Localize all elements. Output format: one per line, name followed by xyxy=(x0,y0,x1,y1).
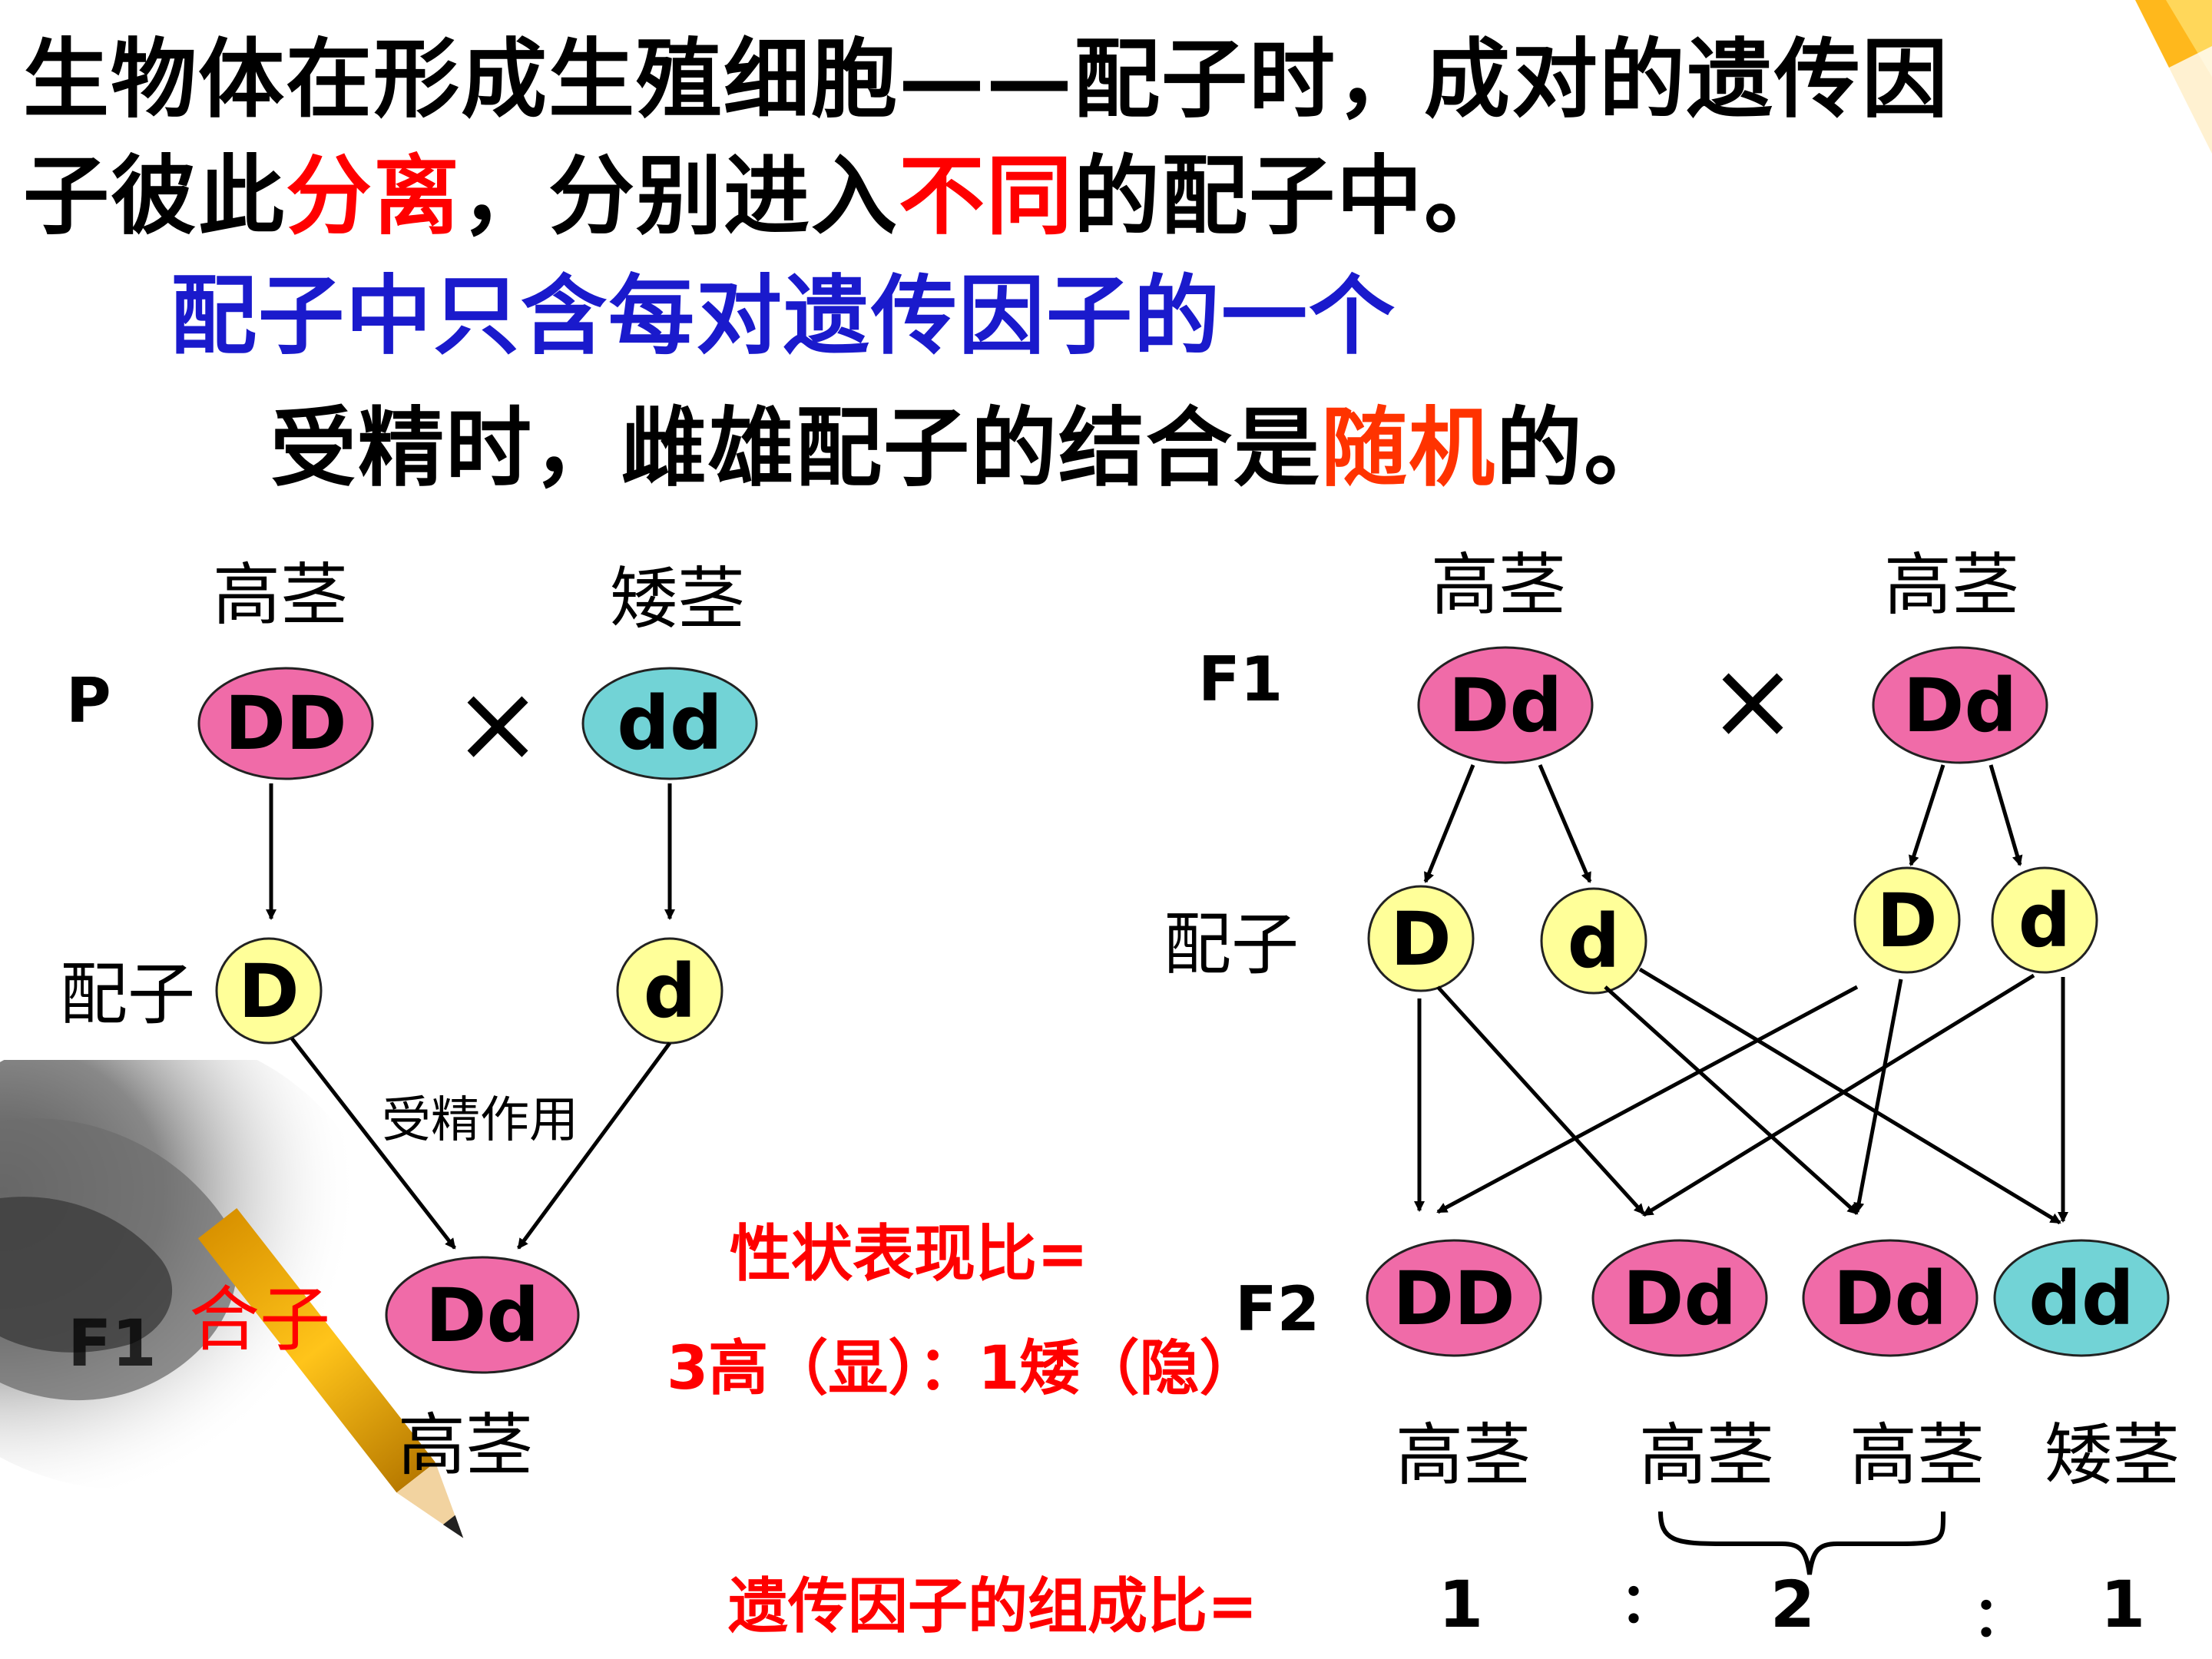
phenotype-ratio-title: 性状表现比= xyxy=(730,1218,1088,1290)
text-segment: 的。 xyxy=(1496,398,1671,498)
f2-dd-oval xyxy=(1993,1239,2170,1357)
arrow-gD3-to-Dd2 xyxy=(1853,979,1903,1214)
text-segment: 受精时，雌雄配子的结合是 xyxy=(270,398,1321,498)
left-tall-label: 高茎 xyxy=(213,555,348,634)
f1-gamete-4-circle xyxy=(1991,866,2098,974)
f1-parent-1-oval xyxy=(1417,646,1594,764)
fertilization-label: 受精作用 xyxy=(382,1092,578,1149)
genotype-ratio-sep-1: ： xyxy=(1620,1571,1675,1635)
right-tall-label-1: 高茎 xyxy=(1431,545,1566,624)
f1-parent-2-text: Dd xyxy=(1903,663,2017,749)
arrow-d-to-Dd xyxy=(516,1041,672,1250)
arrow-p1-to-g2 xyxy=(1538,764,1592,883)
f1-gamete-3-text: D xyxy=(1876,878,1938,964)
f2-Dd1-oval xyxy=(1591,1239,1768,1357)
arrow-gd2-to-dd xyxy=(1638,967,2061,1225)
statement-line-3: 配子中只含每对遗传因子的一个 xyxy=(171,266,1396,366)
parent-DD-text: DD xyxy=(224,680,346,767)
grouping-brace xyxy=(1658,1511,1946,1575)
parent-dd-text: dd xyxy=(617,680,722,767)
offspring-Dd-text: Dd xyxy=(426,1273,539,1359)
f1-parent-2-oval xyxy=(1872,646,2048,764)
genotype-ratio-2: 2 xyxy=(1770,1567,1815,1642)
genotype-ratio-1: 1 xyxy=(1439,1567,1483,1642)
f2-Dd2-oval xyxy=(1802,1239,1979,1357)
p-generation-label: P xyxy=(66,665,111,737)
f2-DD-oval xyxy=(1366,1239,1542,1357)
f1-gamete-4-text: d xyxy=(2018,878,2071,964)
parent-dd-oval xyxy=(581,667,758,780)
arrow-gD3-to-DD xyxy=(1436,985,1859,1214)
f1-gamete-3-circle xyxy=(1853,866,1961,974)
f2-DD-text: DD xyxy=(1392,1256,1515,1342)
statement-line-1: 生物体在形成生殖细胞——配子时，成对的遗传因 xyxy=(23,29,1949,130)
left-short-label: 矮茎 xyxy=(610,559,745,638)
f1-label-left: F1 xyxy=(68,1306,157,1381)
f1-gamete-1-circle xyxy=(1367,885,1475,992)
f2-Dd1-text: Dd xyxy=(1623,1256,1737,1342)
arrow-gD1-to-Dd1 xyxy=(1436,985,1645,1215)
statement-line-4: 受精时，雌雄配子的结合是随机的。 xyxy=(270,406,1671,492)
f1-label-right: F1 xyxy=(1198,644,1283,715)
f2-dd-text: dd xyxy=(2028,1256,2134,1342)
f1-gamete-1-text: D xyxy=(1390,896,1452,982)
text-segment: ，分别进入 xyxy=(461,146,899,247)
arrow-p1-to-g1 xyxy=(1423,764,1475,883)
f1-gamete-2-text: d xyxy=(1568,899,1621,985)
offspring-phenotype-label: 高茎 xyxy=(398,1406,533,1485)
right-tall-label-2: 高茎 xyxy=(1884,545,2019,624)
right-gamete-label: 配子 xyxy=(1164,905,1299,984)
genotype-ratio-3: 1 xyxy=(2101,1567,2145,1642)
highlight-separation: 分离 xyxy=(286,146,461,247)
left-gamete-label: 配子 xyxy=(60,955,195,1034)
pencil-hand-icon xyxy=(0,1060,464,1538)
gamete-D-circle xyxy=(215,937,323,1045)
gamete-d-text: d xyxy=(644,949,697,1035)
f2-phenotype-2: 高茎 xyxy=(1639,1416,1774,1495)
phenotype-ratio-value: 3高（显）：1矮（隐） xyxy=(667,1334,1260,1403)
arrow-D-to-Dd xyxy=(290,1037,456,1250)
arrow-gd4-to-Dd1 xyxy=(1642,973,2035,1217)
parent-DD-oval xyxy=(197,667,374,780)
f1-parent-1-text: Dd xyxy=(1449,663,1562,749)
f2-phenotype-3: 高茎 xyxy=(1849,1416,1985,1495)
f1-gamete-2-circle xyxy=(1540,887,1647,995)
genotype-ratio-title: 遗传因子的组成比= xyxy=(728,1572,1257,1641)
arrow-p2-to-g3 xyxy=(1909,764,1945,866)
gamete-D-text: D xyxy=(238,949,300,1035)
text-segment: 的配子中。 xyxy=(1074,146,1512,247)
highlight-random: 随机 xyxy=(1321,398,1496,498)
genotype-ratio-sep-2: ： xyxy=(1972,1584,2028,1649)
text-segment: 子彼此 xyxy=(23,146,286,247)
arrow-gd2-to-Dd2 xyxy=(1604,985,1859,1215)
cross-symbol-right: × xyxy=(1707,638,1797,763)
corner-decoration xyxy=(2120,0,2212,200)
f2-Dd2-text: Dd xyxy=(1833,1256,1947,1342)
zygote-label: 合子 xyxy=(189,1279,330,1361)
f2-phenotype-4: 矮茎 xyxy=(2045,1416,2180,1495)
offspring-Dd-oval xyxy=(385,1256,580,1374)
highlight-different: 不同 xyxy=(899,146,1074,247)
f2-phenotype-1: 高茎 xyxy=(1396,1416,1531,1495)
statement-line-2: 子彼此分离，分别进入不同的配子中。 xyxy=(23,154,1512,240)
cross-symbol-left: × xyxy=(452,661,542,786)
f2-label: F2 xyxy=(1235,1273,1320,1345)
arrow-p2-to-g4 xyxy=(1988,764,2023,866)
